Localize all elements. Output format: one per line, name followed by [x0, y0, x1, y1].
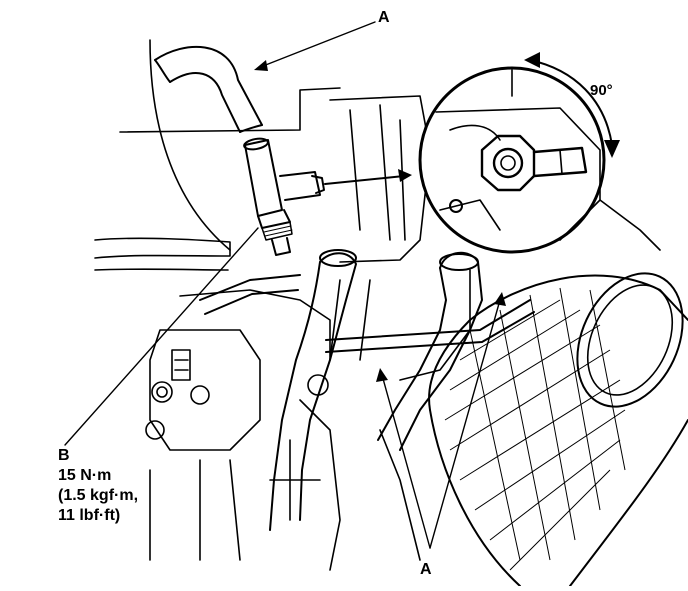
- torque-nm: 15 N·m: [58, 467, 111, 484]
- torque-lbf: 11 lbf·ft): [58, 507, 120, 524]
- rotation-arc: [529, 59, 613, 146]
- leader-a-bottom-1: [381, 374, 431, 549]
- callout-a-bottom: A: [420, 561, 432, 578]
- rotation-arrowhead-icon: [604, 140, 620, 158]
- engine-block-outline: [94, 39, 661, 571]
- right-hose: [377, 252, 483, 451]
- intake-duct: [428, 272, 688, 587]
- leader-b: [64, 227, 259, 446]
- rotation-angle-label: 90°: [590, 82, 613, 99]
- leader-a-top: [257, 21, 376, 69]
- center-hose: [269, 249, 357, 531]
- torque-kgf: (1.5 kgf·m,: [58, 487, 138, 504]
- leader-lines: [64, 21, 506, 549]
- sensor-b: [243, 137, 325, 256]
- upper-vacuum-hose: [154, 45, 263, 133]
- callout-b: B: [58, 447, 70, 464]
- zoom-pointer-arrow: [324, 169, 412, 185]
- leader-a-bottom-2: [429, 299, 501, 549]
- zoom-inset: [418, 52, 620, 254]
- middle-pipe: [325, 299, 535, 353]
- callout-a-top: A: [378, 9, 390, 26]
- lower-left-hose: [199, 274, 301, 315]
